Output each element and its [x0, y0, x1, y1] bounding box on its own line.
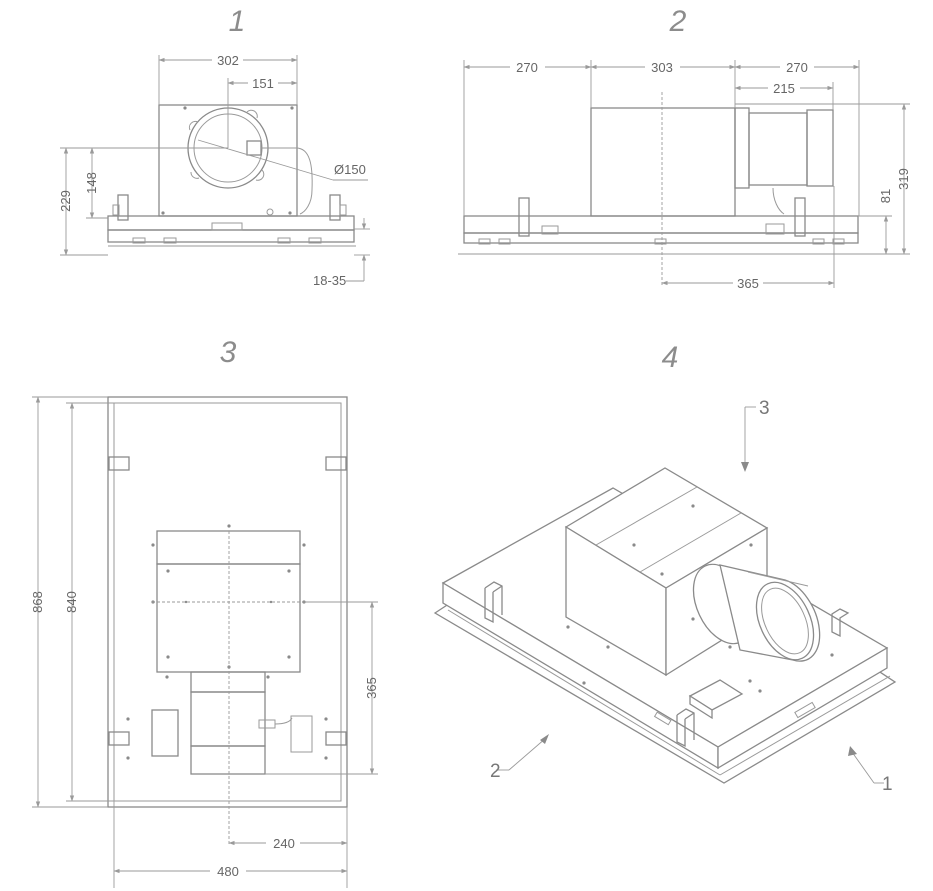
dim-270-left: 270	[516, 60, 538, 75]
dim-302: 302	[217, 53, 239, 68]
view-4-label: 4	[662, 341, 679, 374]
view-1-front: 1 302	[58, 5, 370, 288]
dim-diameter-150: Ø150	[334, 162, 366, 177]
arrow-1-label: 1	[882, 774, 893, 795]
dim-840: 840	[64, 591, 79, 613]
dim-365-side: 365	[737, 276, 759, 291]
dim-215: 215	[773, 81, 795, 96]
dim-148: 148	[84, 172, 99, 194]
dim-229: 229	[58, 190, 73, 212]
view-2-side: 2 270	[458, 5, 911, 291]
dim-18-35: 18-35	[313, 273, 346, 288]
view-4-isometric: 4	[433, 341, 897, 795]
view-2-label: 2	[669, 5, 687, 38]
view-3-top: 3	[30, 336, 379, 888]
dim-319: 319	[896, 168, 911, 190]
arrow-3-label: 3	[759, 398, 770, 419]
dim-303: 303	[651, 60, 673, 75]
arrow-2-label: 2	[490, 761, 501, 782]
dim-365-top: 365	[364, 677, 379, 699]
dim-270-right: 270	[786, 60, 808, 75]
dim-480: 480	[217, 864, 239, 879]
dim-240: 240	[273, 836, 295, 851]
view-3-label: 3	[220, 336, 237, 369]
dim-151: 151	[252, 76, 274, 91]
dim-868: 868	[30, 591, 45, 613]
view-1-label: 1	[229, 5, 246, 38]
dim-81: 81	[878, 189, 893, 203]
